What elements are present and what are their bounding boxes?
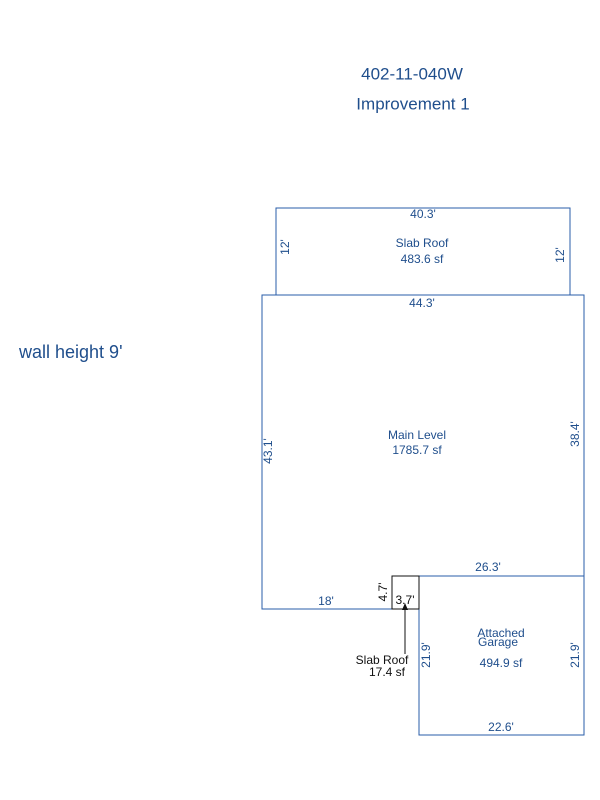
garage-name-line1: Attached <box>477 626 525 640</box>
slab-roof-small-width: 3.7' <box>395 593 415 607</box>
garage-area: 494.9 sf <box>479 656 523 670</box>
garage-outline <box>418 575 585 736</box>
wall-height-note: wall height 9' <box>19 342 123 362</box>
main-level-area: 1785.7 sf <box>392 443 442 457</box>
slab-roof-top-width: 40.3' <box>410 207 436 221</box>
garage-top-dim: 26.3' <box>475 560 501 574</box>
slab-roof-top-name: Slab Roof <box>395 236 449 250</box>
main-level-bottom-dim: 18' <box>318 594 334 608</box>
slab-roof-top-right-dim: 12' <box>553 247 567 263</box>
garage-left-dim: 21.9' <box>419 642 433 668</box>
leader-arrowhead <box>402 603 408 610</box>
slab-roof-top-area: 483.6 sf <box>400 252 444 266</box>
improvement-title: Improvement 1 <box>356 94 470 114</box>
main-level-width: 44.3' <box>409 296 435 310</box>
slab-roof-small-height: 4.7' <box>376 582 390 602</box>
slab-roof-small-name: Slab Roof <box>355 653 409 667</box>
garage-name-line2: Garage <box>477 635 519 649</box>
slab-roof-small-area: 17.4 sf <box>368 665 406 679</box>
main-level-name: Main Level <box>387 428 447 442</box>
main-level-left-dim: 43.1' <box>261 438 275 464</box>
garage-bottom-dim: 22.6' <box>488 720 514 734</box>
main-level-right-dim: 38.4' <box>568 421 582 447</box>
slab-roof-top-left-dim: 12' <box>278 239 292 255</box>
parcel-id: 402-11-040W <box>361 64 463 84</box>
garage-right-dim: 21.9' <box>568 642 582 668</box>
